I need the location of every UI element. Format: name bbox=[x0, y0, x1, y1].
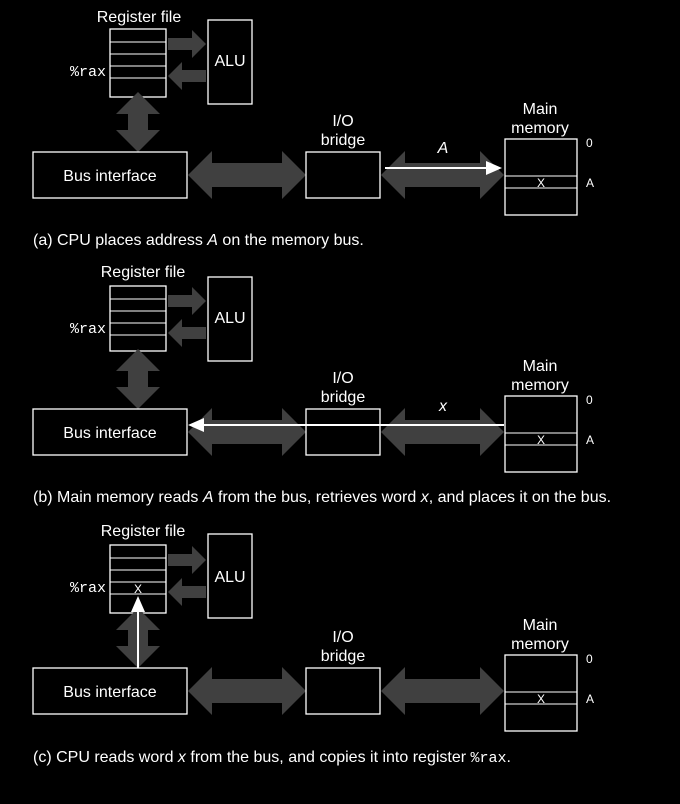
panel-a: Register file %rax ALU Bus interface I/O… bbox=[32, 9, 594, 249]
alu-to-reg-arrow bbox=[168, 62, 206, 90]
rax-label: %rax bbox=[70, 580, 106, 597]
bus-interface-label: Bus interface bbox=[63, 684, 156, 701]
alu-label: ALU bbox=[214, 310, 245, 327]
memory-cell-x: X bbox=[537, 692, 545, 706]
memory-bus-arrow bbox=[381, 408, 504, 456]
reg-to-alu-arrow bbox=[168, 287, 206, 315]
io-bridge-label-line2: bridge bbox=[321, 648, 366, 665]
main-memory-label-line1: Main bbox=[523, 617, 558, 634]
alu-label: ALU bbox=[214, 53, 245, 70]
io-bridge-label-line1: I/O bbox=[332, 629, 353, 646]
address-a-label: A bbox=[586, 692, 594, 706]
main-memory-label-line1: Main bbox=[523, 358, 558, 375]
main-memory-box: X bbox=[504, 138, 578, 216]
caption-part: . bbox=[507, 749, 511, 766]
rax-label: %rax bbox=[70, 321, 106, 338]
caption-part: (b) Main memory reads bbox=[33, 489, 203, 506]
address-0-label: 0 bbox=[586, 393, 593, 407]
alu-to-reg-arrow bbox=[168, 578, 206, 606]
io-bridge-label-line2: bridge bbox=[321, 389, 366, 406]
rax-label: %rax bbox=[70, 64, 106, 81]
caption: (a) CPU places address A on the memory b… bbox=[33, 232, 364, 249]
register-file-label: Register file bbox=[101, 264, 186, 281]
caption: (b) Main memory reads A from the bus, re… bbox=[33, 489, 611, 506]
caption-part: A bbox=[206, 232, 218, 249]
system-bus-arrow bbox=[188, 151, 306, 199]
system-bus-arrow bbox=[188, 408, 306, 456]
main-memory-box: X bbox=[504, 654, 578, 732]
main-memory-label-line2: memory bbox=[511, 120, 569, 137]
reg-bus-vertical-arrow bbox=[116, 349, 160, 409]
bus-content-label: x bbox=[438, 398, 448, 415]
register-file bbox=[109, 285, 167, 352]
alu-to-reg-arrow bbox=[168, 319, 206, 347]
memory-cell-x: X bbox=[537, 433, 545, 447]
caption-part: x bbox=[177, 749, 187, 766]
memory-cell-x: X bbox=[537, 176, 545, 190]
bus-interface-label: Bus interface bbox=[63, 425, 156, 442]
bus-interface-label: Bus interface bbox=[63, 168, 156, 185]
io-bridge-box bbox=[305, 667, 381, 715]
alu-label: ALU bbox=[214, 569, 245, 586]
rax-register-content: X bbox=[134, 582, 142, 596]
io-bridge-label-line2: bridge bbox=[321, 132, 366, 149]
address-0-label: 0 bbox=[586, 652, 593, 666]
reg-bus-vertical-arrow bbox=[116, 92, 160, 152]
alu-box bbox=[207, 19, 253, 105]
caption-part: A bbox=[202, 489, 214, 506]
io-bridge-label-line1: I/O bbox=[332, 113, 353, 130]
bus-interface-box bbox=[32, 667, 188, 715]
address-a-label: A bbox=[586, 433, 594, 447]
io-bridge-box bbox=[305, 408, 381, 456]
register-file bbox=[109, 28, 167, 98]
address-a-label: A bbox=[586, 176, 594, 190]
address-0-label: 0 bbox=[586, 136, 593, 150]
system-bus-arrow bbox=[188, 667, 306, 715]
bus-interface-box bbox=[32, 151, 188, 199]
caption-part: (c) CPU reads word bbox=[33, 749, 178, 766]
caption-part: on the memory bus. bbox=[218, 232, 364, 249]
alu-box bbox=[207, 276, 253, 362]
caption-part: x bbox=[420, 489, 430, 506]
caption: (c) CPU reads word x from the bus, and c… bbox=[33, 749, 511, 767]
main-memory-label-line2: memory bbox=[511, 636, 569, 653]
panel-c: Register file X %rax ALU Bus interface I… bbox=[32, 523, 594, 767]
reg-to-alu-arrow bbox=[168, 546, 206, 574]
memory-bus-arrow bbox=[381, 151, 504, 199]
io-bridge-box bbox=[305, 151, 381, 199]
data-to-register-arrow bbox=[131, 596, 145, 668]
memory-bus-arrow bbox=[381, 667, 504, 715]
main-memory-label-line2: memory bbox=[511, 377, 569, 394]
alu-box bbox=[207, 533, 253, 619]
register-file-label: Register file bbox=[101, 523, 186, 540]
data-signal-arrow bbox=[188, 418, 504, 432]
register-file-label: Register file bbox=[97, 9, 182, 26]
io-bridge-label-line1: I/O bbox=[332, 370, 353, 387]
address-signal-arrow bbox=[385, 161, 502, 175]
bus-content-label: A bbox=[437, 140, 449, 157]
caption-part: from the bus, and copies it into registe… bbox=[186, 749, 471, 766]
panel-b: Register file %rax ALU Bus interface I/O… bbox=[32, 264, 611, 506]
reg-to-alu-arrow bbox=[168, 30, 206, 58]
bus-interface-box bbox=[32, 408, 188, 456]
caption-part: from the bus, retrieves word bbox=[214, 489, 421, 506]
main-memory-label-line1: Main bbox=[523, 101, 558, 118]
caption-part: %rax bbox=[471, 750, 507, 767]
main-memory-box: X bbox=[504, 395, 578, 473]
caption-part: (a) CPU places address bbox=[33, 232, 207, 249]
register-file: X bbox=[109, 544, 167, 614]
caption-part: , and places it on the bus. bbox=[429, 489, 611, 506]
